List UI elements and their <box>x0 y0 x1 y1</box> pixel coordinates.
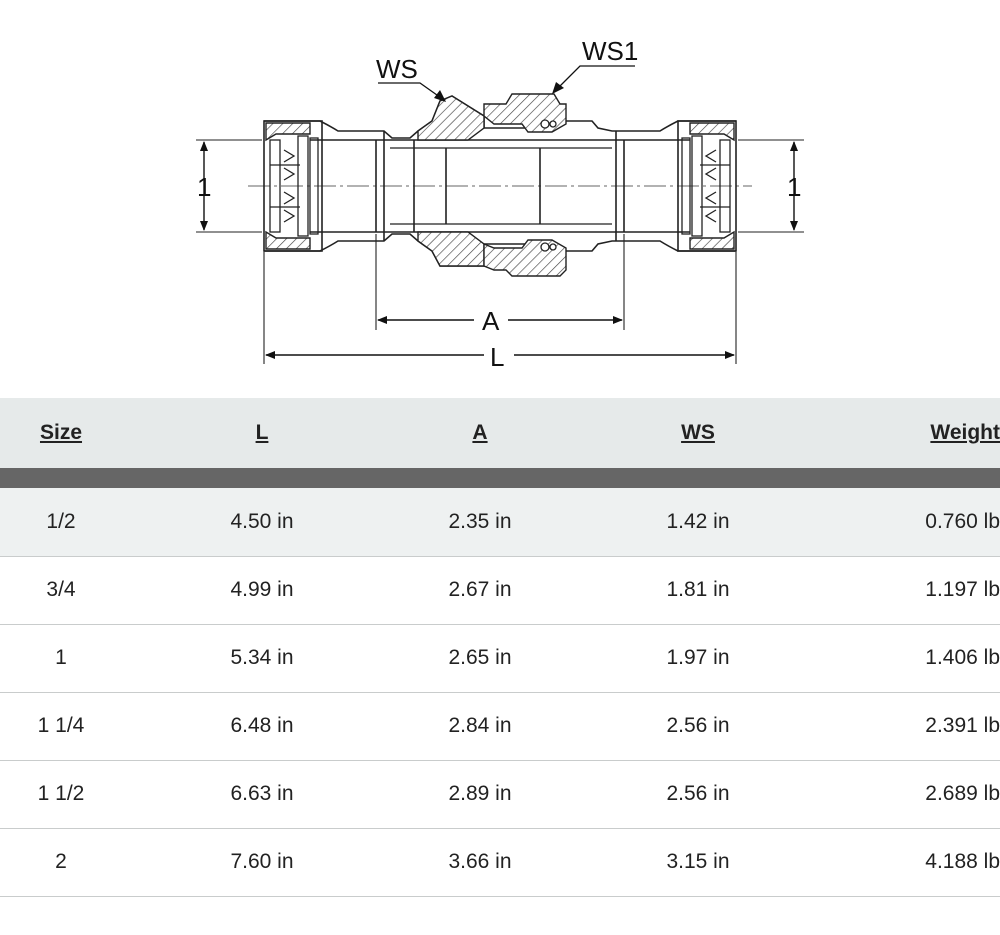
dim-a-label: A <box>482 306 500 336</box>
cell-l: 4.99 in <box>122 556 402 625</box>
header-weight[interactable]: Weight <box>930 421 1000 444</box>
section-hatching <box>265 93 735 277</box>
cell-weight: 1.197 lb <box>838 556 1000 625</box>
header-a[interactable]: A <box>472 421 488 444</box>
cell-l: 6.48 in <box>122 692 402 761</box>
cell-a: 2.67 in <box>402 556 558 625</box>
extension-lines <box>196 139 804 364</box>
table-row: 1 5.34 in 2.65 in 1.97 in 1.406 lb <box>0 624 1000 693</box>
grip-ring-right <box>681 135 731 237</box>
cell-size: 1 1/4 <box>0 692 122 761</box>
cell-l: 5.34 in <box>122 624 402 693</box>
table-row: 1/2 4.50 in 2.35 in 1.42 in 0.760 lb <box>0 488 1000 557</box>
cell-a: 2.65 in <box>402 624 558 693</box>
dim-l-label: L <box>490 342 504 372</box>
cell-weight: 0.760 lb <box>838 488 1000 557</box>
cell-size: 3/4 <box>0 556 122 625</box>
callout-ws1-label: WS1 <box>582 36 638 66</box>
cell-a: 2.84 in <box>402 692 558 761</box>
dim-diameter-right-label: 1 <box>787 172 801 202</box>
callout-ws-label: WS <box>376 54 418 84</box>
cell-weight: 2.689 lb <box>838 760 1000 829</box>
grip-ring-left <box>269 135 319 237</box>
cell-a: 3.66 in <box>402 828 558 897</box>
callout-ws1-arrow <box>552 82 564 94</box>
cell-ws: 1.81 in <box>558 556 838 625</box>
cell-ws: 1.97 in <box>558 624 838 693</box>
cell-ws: 2.56 in <box>558 692 838 761</box>
cell-ws: 3.15 in <box>558 828 838 897</box>
table-row: 2 7.60 in 3.66 in 3.15 in 4.188 lb <box>0 828 1000 897</box>
cell-weight: 2.391 lb <box>838 692 1000 761</box>
technical-drawing: 1 1 A L WS WS1 <box>0 0 1000 398</box>
table-header-row: Size L A WS Weight <box>0 398 1000 468</box>
header-ws[interactable]: WS <box>681 421 715 444</box>
cell-l: 7.60 in <box>122 828 402 897</box>
cell-ws: 1.42 in <box>558 488 838 557</box>
dimensions-table: Size L A WS Weight 1/2 4.50 in 2.35 in 1… <box>0 398 1000 897</box>
cell-size: 1/2 <box>0 488 122 557</box>
cell-size: 2 <box>0 828 122 897</box>
cell-size: 1 1/2 <box>0 760 122 829</box>
cell-weight: 1.406 lb <box>838 624 1000 693</box>
header-divider-bar <box>0 468 1000 488</box>
cell-l: 4.50 in <box>122 488 402 557</box>
cell-weight: 4.188 lb <box>838 828 1000 897</box>
callout-ws-arrow <box>434 90 446 102</box>
callout-ws-leader <box>378 82 445 101</box>
union-fitting-diagram: 1 1 A L WS WS1 <box>196 36 804 372</box>
callout-ws1-leader <box>555 65 635 91</box>
table-row: 1 1/2 6.63 in 2.89 in 2.56 in 2.689 lb <box>0 760 1000 829</box>
cell-a: 2.89 in <box>402 760 558 829</box>
cell-ws: 2.56 in <box>558 760 838 829</box>
header-size[interactable]: Size <box>39 421 83 444</box>
dim-diameter-left-label: 1 <box>197 172 211 202</box>
cell-l: 6.63 in <box>122 760 402 829</box>
table-row: 3/4 4.99 in 2.67 in 1.81 in 1.197 lb <box>0 556 1000 625</box>
cell-size: 1 <box>0 624 122 693</box>
header-l[interactable]: L <box>255 421 269 444</box>
seal-rings <box>540 119 557 252</box>
cell-a: 2.35 in <box>402 488 558 557</box>
table-row: 1 1/4 6.48 in 2.84 in 2.56 in 2.391 lb <box>0 692 1000 761</box>
